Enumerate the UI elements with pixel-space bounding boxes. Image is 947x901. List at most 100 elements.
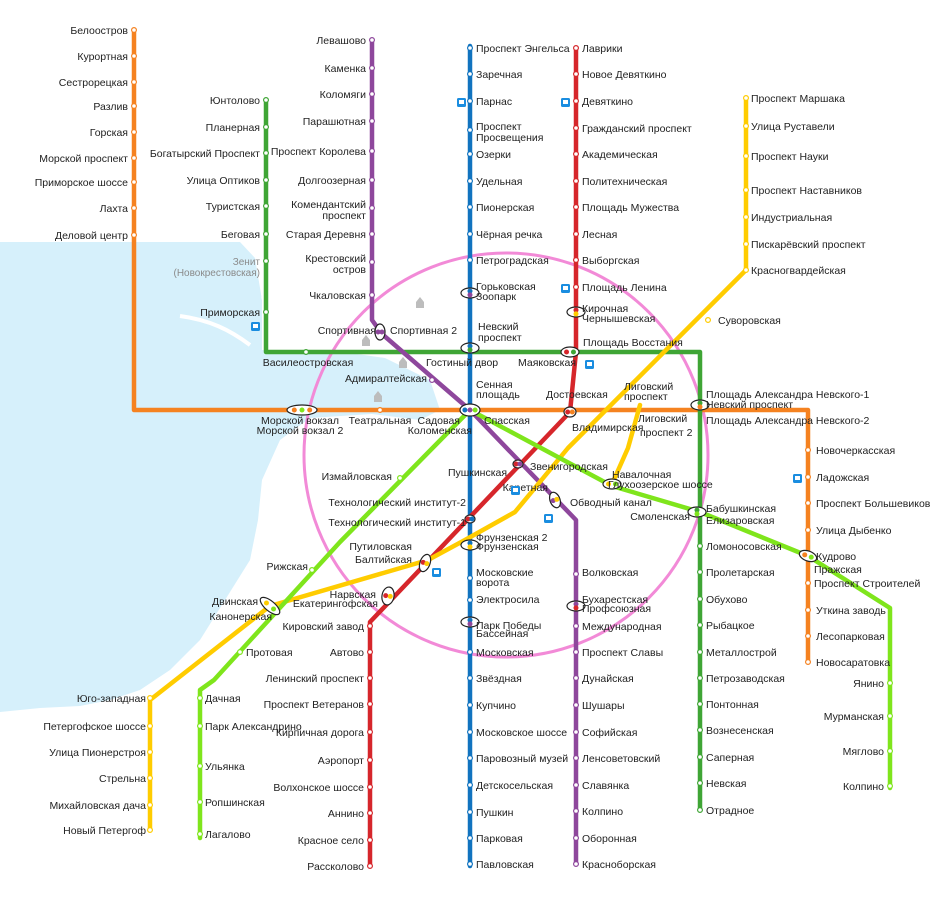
station-label[interactable]: Обухово (706, 594, 748, 606)
station-label[interactable]: Славянка (582, 780, 629, 792)
station-label[interactable]: Двинская (212, 596, 258, 608)
station-label[interactable]: Рижская (267, 561, 309, 573)
station-label[interactable]: Красноборская (582, 859, 656, 871)
station-label[interactable]: Площадь Мужества (582, 202, 679, 214)
station-label[interactable]: Ленинский проспект (266, 673, 365, 685)
station-label[interactable]: Саперная (706, 752, 754, 764)
station-label[interactable]: Приморская (200, 307, 260, 319)
station-label[interactable]: Ленсоветовский (582, 753, 660, 765)
station-label[interactable]: Приморское шоссе (35, 177, 128, 189)
station-label[interactable]: Технологический институт-1 (328, 517, 466, 529)
station-label[interactable]: Пушкинская (448, 467, 507, 479)
interchange[interactable] (417, 553, 433, 573)
station-label[interactable]: Дунайская (582, 673, 634, 685)
interchange[interactable] (566, 600, 586, 612)
station-label[interactable]: Измайловская (322, 471, 392, 483)
interchange[interactable] (464, 514, 476, 524)
station-label[interactable]: Рассколово (307, 861, 364, 873)
station-label[interactable]: Лаврики (582, 43, 623, 55)
station-label[interactable]: Проспект Большевиков (816, 498, 931, 510)
station-label[interactable]: Стрельна (99, 773, 146, 785)
station-label[interactable]: Владимирская (572, 422, 644, 434)
station-label[interactable]: Софийская (582, 727, 637, 739)
interchange[interactable] (602, 478, 622, 490)
interchange[interactable] (798, 548, 818, 564)
station-label[interactable]: Паровозный музей (476, 753, 568, 765)
station-label[interactable]: Московская (476, 647, 534, 659)
station-label[interactable]: Пушкин (476, 807, 514, 819)
station-label[interactable]: Бабушкинская (706, 503, 776, 515)
station-label[interactable]: Деловой центр (55, 230, 128, 242)
interchange[interactable] (460, 616, 480, 628)
station-label[interactable]: Ладожская (816, 472, 869, 484)
station-label[interactable]: Московское шоссе (476, 727, 567, 739)
station-label[interactable]: Гостиный двор (426, 357, 498, 369)
station-label[interactable]: Лесопарковая (816, 631, 885, 643)
station-label[interactable]: Невская (706, 778, 746, 790)
station-label[interactable]: Профсоюзная (582, 603, 651, 615)
station-label[interactable]: Технологический институт-2 (328, 497, 466, 509)
station-label[interactable]: Морской вокзал 2 (257, 425, 344, 437)
interchange[interactable] (548, 491, 563, 509)
station-label[interactable]: Колпино (843, 781, 884, 793)
station-label[interactable]: Зенит (233, 257, 261, 268)
interchange[interactable] (460, 539, 480, 551)
station-label[interactable]: Коломяги (320, 89, 367, 101)
station-label[interactable]: Понтонная (706, 699, 759, 711)
station-label[interactable]: Кирпичная дорога (276, 727, 364, 739)
station-label[interactable]: Индустриальная (751, 212, 832, 224)
station-label[interactable]: Заречная (476, 69, 522, 81)
station-label[interactable]: Площадь Ленина (582, 282, 667, 294)
station-label[interactable]: Аэропорт (318, 755, 364, 767)
station-label[interactable]: Суворовская (718, 315, 781, 327)
station-label[interactable]: Юнтолово (210, 95, 260, 107)
station-label[interactable]: Площадь Восстания (583, 337, 683, 349)
station-label[interactable]: Пролетарская (706, 567, 775, 579)
station-label[interactable]: Удельная (476, 176, 522, 188)
station-label[interactable]: Каменка (325, 63, 367, 75)
station-label[interactable]: Невский проспект (706, 399, 793, 411)
station-label[interactable]: Вознесенская (706, 725, 774, 737)
station-label[interactable]: Чернышевская (582, 313, 655, 325)
station-label[interactable]: Новое Девяткино (582, 69, 667, 81)
station-label[interactable]: Волковская (582, 567, 638, 579)
station-label[interactable]: площадь (476, 389, 520, 401)
station-label[interactable]: Звёздная (476, 673, 522, 685)
station-label[interactable]: Лагалово (205, 829, 251, 841)
station-label[interactable]: Улица Пионерстроя (49, 747, 146, 759)
station-label[interactable]: Сестрорецкая (59, 77, 128, 89)
station-label[interactable]: Ульянка (205, 761, 245, 773)
station-label[interactable]: Крестовский (305, 253, 366, 265)
station-label[interactable]: Спортивная (318, 325, 376, 337)
station-label[interactable]: Смоленская (630, 511, 690, 523)
station-label[interactable]: проспект 2 (640, 427, 693, 439)
station-label[interactable]: Павловская (476, 859, 534, 871)
station-label[interactable]: Мяглово (843, 746, 885, 758)
station-label[interactable]: Мурманская (824, 711, 884, 723)
interchange[interactable] (560, 346, 580, 358)
station-label[interactable]: Юго-западная (77, 693, 146, 705)
station-label[interactable]: Елизаровская (706, 515, 774, 527)
station-label[interactable]: Фрунзенская 2 (476, 532, 548, 544)
station-label[interactable]: Площадь Александра Невского-2 (706, 415, 870, 427)
station-label[interactable]: Екатерингофская (293, 598, 378, 610)
station-label[interactable]: Проспект Ветеранов (264, 699, 365, 711)
station-label[interactable]: Планерная (206, 122, 260, 134)
station-label[interactable]: Каретная (503, 482, 548, 494)
station-label[interactable]: (Новокрестовская) (173, 268, 260, 279)
station-label[interactable]: Московские (476, 567, 534, 579)
station-label[interactable]: Янино (853, 678, 884, 690)
station-label[interactable]: Кировский завод (283, 621, 364, 633)
station-label[interactable]: Парнас (476, 96, 512, 108)
station-label[interactable]: Парковая (476, 833, 523, 845)
station-label[interactable]: Богатырский Проспект (150, 148, 260, 160)
station-label[interactable]: Новый Петергоф (63, 825, 146, 837)
station-label[interactable]: Бассейная (476, 628, 528, 640)
station-label[interactable]: ворота (476, 577, 509, 589)
interchange[interactable] (374, 323, 386, 341)
interchange[interactable] (690, 399, 710, 411)
interchange[interactable] (687, 506, 707, 518)
station-label[interactable]: Навалочная (612, 469, 671, 481)
station-label[interactable]: Международная (582, 621, 662, 633)
station-label[interactable]: Звенигородская (530, 461, 608, 473)
